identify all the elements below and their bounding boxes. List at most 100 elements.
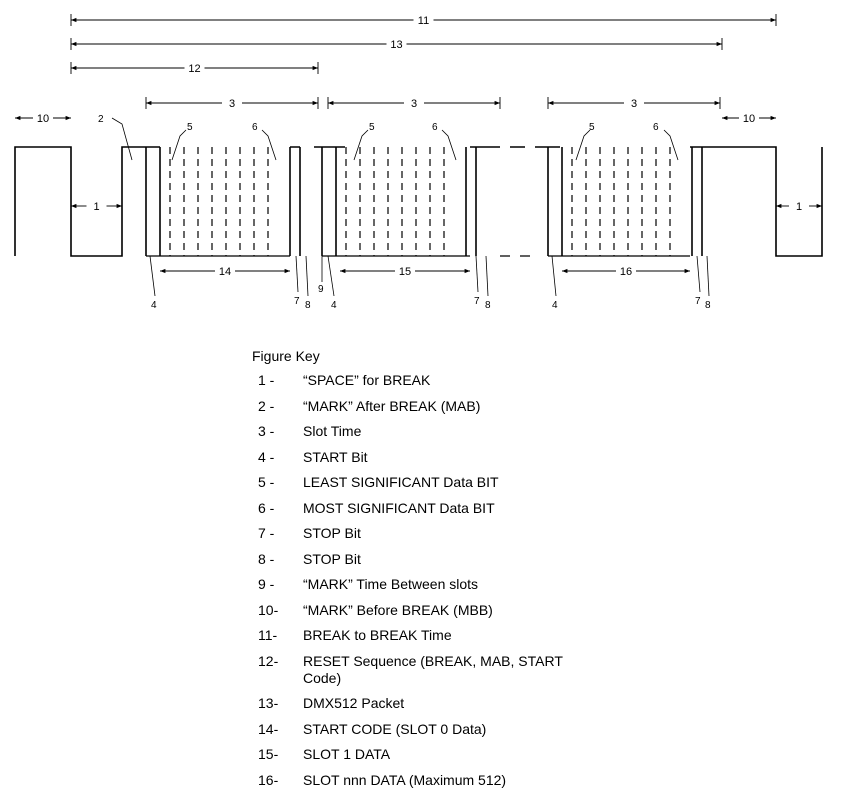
key-item-text: SLOT 1 DATA <box>303 746 391 762</box>
dim-10-b: 10 <box>722 113 776 125</box>
key-item-text: RESET Sequence (BREAK, MAB, START Code) <box>303 652 563 686</box>
dim-1-b: 1 <box>776 201 822 213</box>
key-item-text: SLOT nnn DATA (Maximum 512) <box>303 771 507 788</box>
dim-10-b-label: 10 <box>743 113 755 125</box>
dim-3-c: 3 <box>547 97 721 110</box>
key-item-text: DMX512 Packet <box>303 695 405 711</box>
key-item-number: 3 - <box>258 423 275 439</box>
key-item-text: “MARK” Time Between slots <box>303 576 479 592</box>
key-item-text: “SPACE” for BREAK <box>303 372 431 388</box>
key-item-text: STOP Bit <box>303 550 361 567</box>
key-item-number: 14- <box>258 720 279 737</box>
key-item-text: START CODE (SLOT 0 Data) <box>303 720 487 737</box>
key-item: 1 - “SPACE” for BREAK <box>252 372 672 389</box>
dim-1-b-label: 1 <box>796 201 802 213</box>
key-item-number: 11- <box>258 627 278 643</box>
dim-15-label: 15 <box>399 266 411 278</box>
key-item: 12- RESET Sequence (BREAK, MAB, START Cod… <box>252 653 672 687</box>
figure-key-list: 1 - “SPACE” for BREAK 2 - “MARK” After BREA… <box>252 372 672 789</box>
key-item-text: Slot Time <box>303 423 362 439</box>
dim-14: 14 <box>160 266 290 278</box>
label-4-c: 4 <box>552 300 558 311</box>
key-item-text: MOST SIGNIFICANT Data BIT <box>303 499 495 516</box>
key-item-text: “MARK” After BREAK (MAB) <box>303 397 481 414</box>
label-7-b: 7 <box>474 296 480 307</box>
dim-3-a-label: 3 <box>229 98 235 110</box>
dim-11-label: 11 <box>418 15 429 27</box>
dim-3-a: 3 <box>145 97 319 110</box>
key-item-number: 10- <box>258 601 279 618</box>
callout-labels: 2 5 6 5 6 5 6 4 7 8 9 4 7 8 4 7 8 <box>98 114 711 311</box>
bit-lines <box>159 147 703 256</box>
dim-11: 11 <box>70 14 777 27</box>
key-item-number: 9 - <box>258 576 275 592</box>
key-item-number: 13- <box>258 695 279 711</box>
key-item: 9 - “MARK” Time Between slots <box>252 576 672 593</box>
label-4-b: 4 <box>331 300 337 311</box>
key-item-number: 15- <box>258 746 279 762</box>
key-item-text: “MARK” Before BREAK (MBB) <box>303 601 493 618</box>
dim-14-label: 14 <box>219 266 231 278</box>
key-item-number: 8 - <box>258 550 275 567</box>
key-item: 8 - STOP Bit <box>252 551 672 568</box>
label-7-a: 7 <box>294 296 300 307</box>
key-item-text: STOP Bit <box>303 525 361 541</box>
key-item: 11- BREAK to BREAK Time <box>252 627 672 644</box>
label-6-a: 6 <box>252 122 258 133</box>
label-8-c: 8 <box>705 300 711 311</box>
label-8-b: 8 <box>485 300 491 311</box>
key-item-number: 2 - <box>258 397 275 414</box>
key-item: 10- “MARK” Before BREAK (MBB) <box>252 602 672 619</box>
key-item: 7 - STOP Bit <box>252 525 672 542</box>
label-6-c: 6 <box>653 122 659 133</box>
key-item: 3 - Slot Time <box>252 423 672 440</box>
dim-3-b: 3 <box>327 97 501 110</box>
label-6-b: 6 <box>432 122 438 133</box>
label-7-c: 7 <box>695 296 701 307</box>
label-5-a: 5 <box>187 122 193 133</box>
key-item: 5 - LEAST SIGNIFICANT Data BIT <box>252 474 672 491</box>
dim-13: 13 <box>70 38 723 51</box>
key-item-number: 6 - <box>258 499 275 516</box>
key-item: 2 - “MARK” After BREAK (MAB) <box>252 398 672 415</box>
label-5-c: 5 <box>589 122 595 133</box>
key-item: 16- SLOT nnn DATA (Maximum 512) <box>252 772 672 789</box>
key-item-number: 4 - <box>258 448 275 465</box>
key-item-text: START Bit <box>303 448 368 465</box>
dim-1-a: 1 <box>71 201 122 213</box>
dim-13-label: 13 <box>390 39 402 51</box>
dim-10-a-label: 10 <box>37 113 49 125</box>
key-item: 13- DMX512 Packet <box>252 695 672 712</box>
label-2: 2 <box>98 114 104 125</box>
dim-1-a-label: 1 <box>93 201 99 213</box>
label-9: 9 <box>318 284 324 295</box>
figure-key-title: Figure Key <box>252 348 320 364</box>
dim-16: 16 <box>562 266 690 278</box>
dim-3-c-label: 3 <box>631 98 637 110</box>
key-item-number: 12- <box>258 652 279 669</box>
key-item-number: 7 - <box>258 525 275 541</box>
dim-12: 12 <box>70 62 319 75</box>
dim-10-a: 10 <box>14 113 71 125</box>
key-item: 6 - MOST SIGNIFICANT Data BIT <box>252 500 672 517</box>
key-item: 14- START CODE (SLOT 0 Data) <box>252 721 672 738</box>
dim-15: 15 <box>340 266 470 278</box>
dim-3-b-label: 3 <box>411 98 417 110</box>
callout-leaders <box>111 117 710 297</box>
figure-key: Figure Key 1 - “SPACE” for BREAK 2 - “MARK”… <box>252 346 672 797</box>
dim-12-label: 12 <box>188 63 200 75</box>
label-4-a: 4 <box>151 300 157 311</box>
key-item-text: BREAK to BREAK Time <box>303 627 452 643</box>
key-item-number: 5 - <box>258 474 275 490</box>
signal-waveform <box>14 146 823 257</box>
key-item-number: 16- <box>258 771 279 788</box>
key-item-number: 1 - <box>258 372 275 388</box>
key-item: 4 - START Bit <box>252 449 672 466</box>
label-5-b: 5 <box>369 122 375 133</box>
label-8-a: 8 <box>305 300 311 311</box>
dim-16-label: 16 <box>620 266 632 278</box>
key-item-text: LEAST SIGNIFICANT Data BIT <box>303 474 499 490</box>
key-item: 15- SLOT 1 DATA <box>252 746 672 763</box>
